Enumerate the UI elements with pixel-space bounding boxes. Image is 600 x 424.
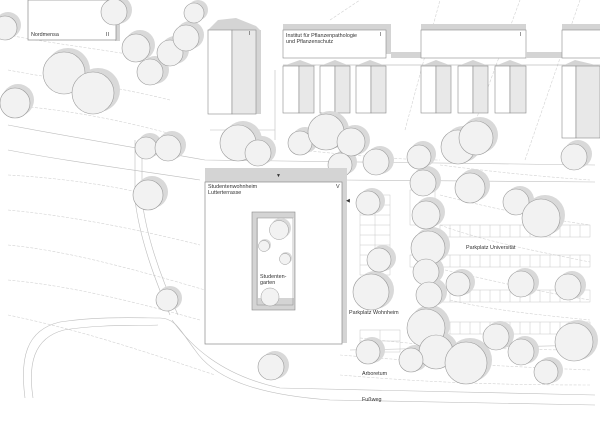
label-parkplatz-wohnheim: Parkplatz Wohnheim [349,310,399,316]
level-institut-east: I [520,32,522,38]
label-institut: Institut für Pflanzenpathologie und Pfla… [286,33,358,46]
label-studentengarten: Studenten- garten [260,274,287,287]
label-studentenwohnheim: Studentenwohnheim Lutterterrasse [208,184,258,197]
building-studentenwohnheim [204,168,347,345]
trees-canopy [0,0,594,385]
entrance-east-arrow-icon: ◀ [346,198,350,204]
entrance-north-arrow-icon: ▼ [276,173,281,179]
label-parkplatz-universitaet: Parkplatz Universität [466,245,516,251]
label-nordmensa: Nordmensa [31,32,59,38]
building-nordmensa [27,0,120,41]
courtyard-studentengarten [251,211,296,311]
building-wings [282,60,600,139]
level-block-north: I [249,31,251,37]
level-institut: I [380,32,382,38]
building-block-north [207,18,261,115]
label-fussweg: Fußweg [362,397,382,403]
building-institut [282,24,600,66]
level-studentenwohnheim: V [336,184,340,190]
label-arboretum: Arboretum [362,371,388,377]
level-nordmensa: II [106,32,109,38]
